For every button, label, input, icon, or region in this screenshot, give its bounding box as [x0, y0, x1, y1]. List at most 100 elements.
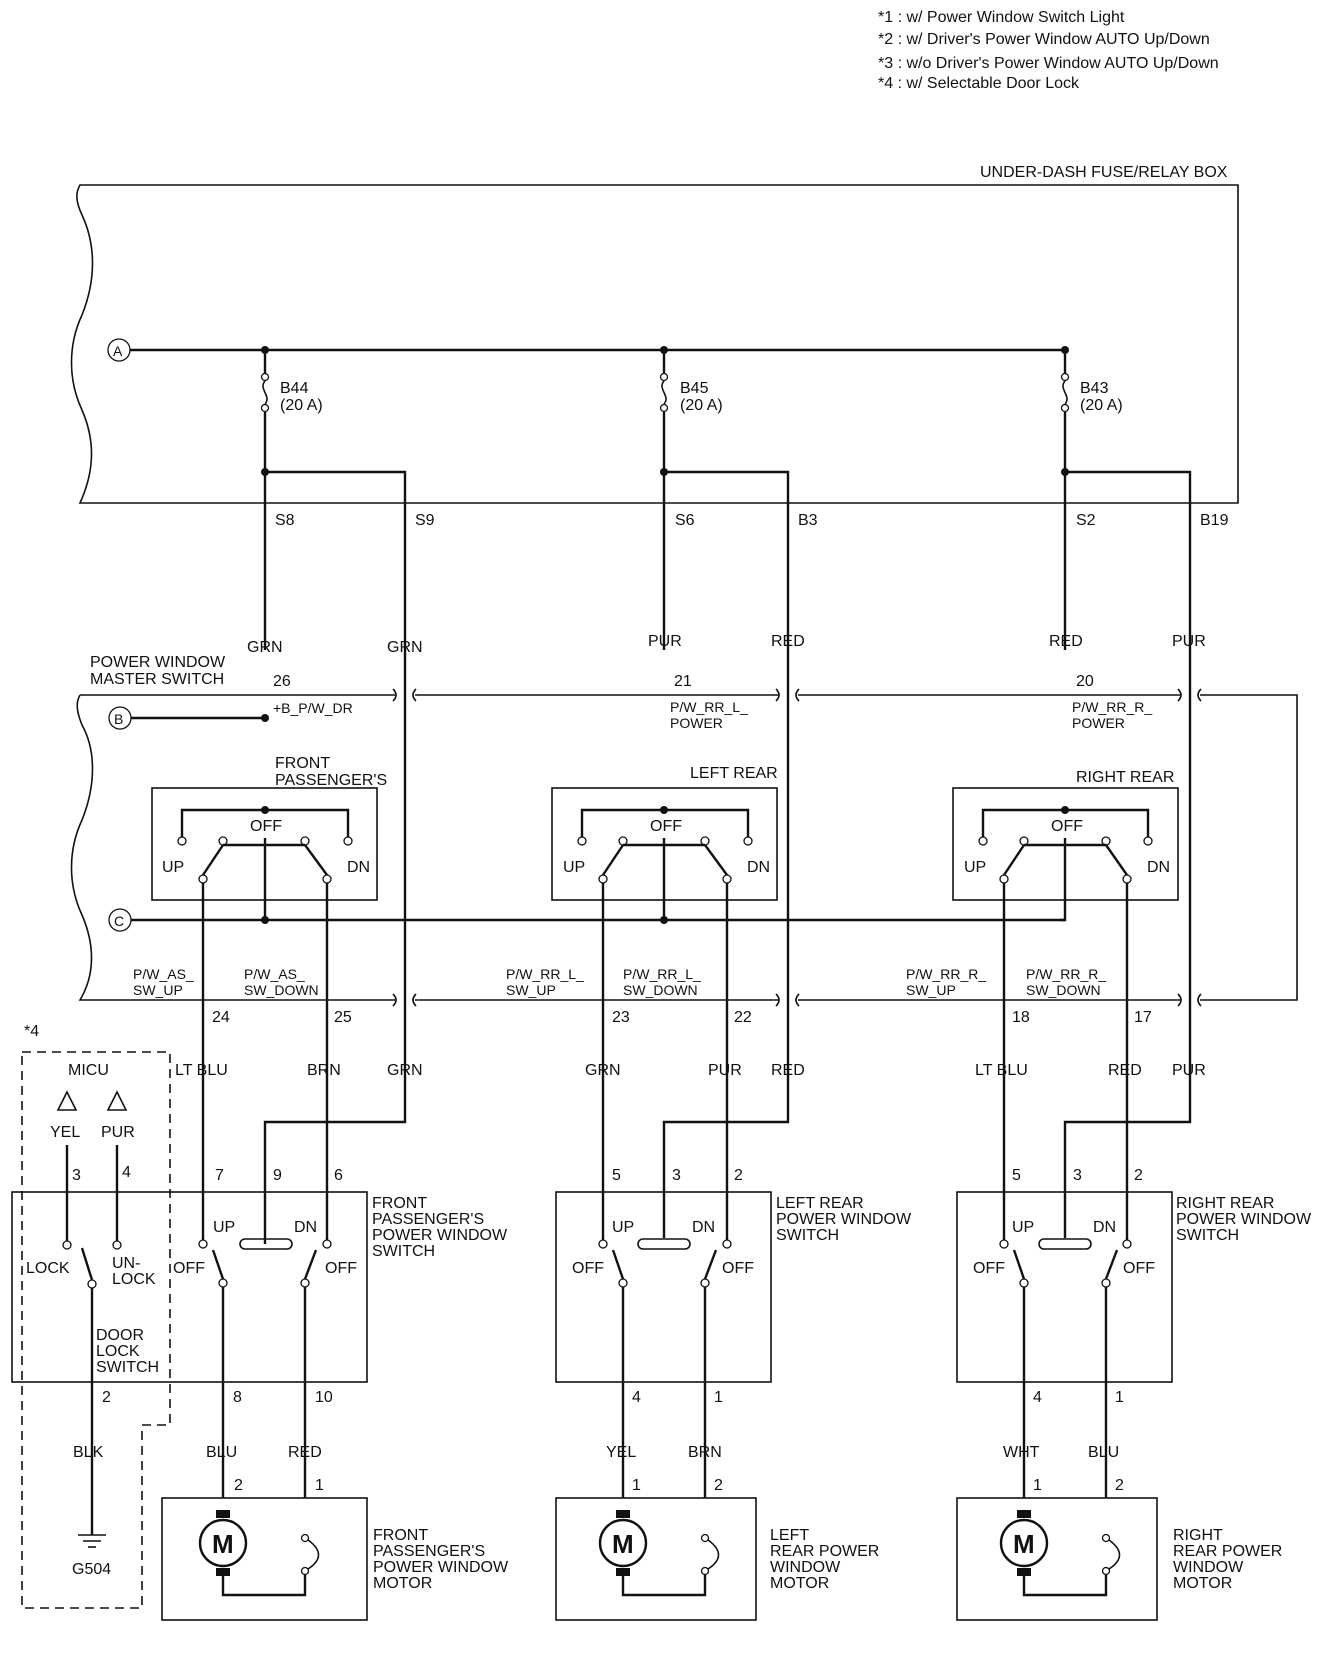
- svg-text:SWITCH: SWITCH: [1176, 1227, 1239, 1244]
- svg-text:OFF: OFF: [250, 818, 282, 835]
- svg-text:MOTOR: MOTOR: [1173, 1575, 1232, 1592]
- power-label: POWER: [1072, 715, 1125, 731]
- svg-text:P/W_RR_R_: P/W_RR_R_: [1026, 966, 1106, 982]
- fuse-id: B45: [680, 380, 709, 397]
- svg-text:8: 8: [233, 1389, 242, 1406]
- section-label: LEFT REAR: [690, 765, 778, 782]
- svg-text:RED: RED: [288, 1444, 322, 1461]
- svg-text:PUR: PUR: [101, 1124, 135, 1141]
- svg-text:2: 2: [1134, 1167, 1143, 1184]
- power-label: P/W_RR_L_: [670, 699, 748, 715]
- svg-text:P/W_AS_: P/W_AS_: [133, 966, 194, 982]
- ground-label: G504: [72, 1561, 111, 1578]
- svg-text:YEL: YEL: [50, 1124, 80, 1141]
- svg-text:OFF: OFF: [325, 1260, 357, 1277]
- svg-text:7: 7: [215, 1167, 224, 1184]
- pin-label: 26: [273, 673, 291, 690]
- right-rear-window-switch: 5 3 2 RIGHT REAR POWER WINDOW SWITCH UP …: [956, 1167, 1312, 1498]
- section-label: PASSENGER'S: [275, 772, 387, 789]
- svg-text:BLU: BLU: [1088, 1444, 1119, 1461]
- micu-door-lock-switch: *4 MICU YEL PUR 3 4 LOCK UN- LOCK DOOR L…: [21, 1023, 171, 1609]
- svg-text:DN: DN: [692, 1219, 715, 1236]
- pin-label: 24: [212, 1009, 230, 1026]
- fuse-rating: (20 A): [280, 397, 323, 414]
- fuse-box-terminals: S8 S9 S6 B3 S2 B19: [275, 512, 1229, 529]
- fuse-relay-box: UNDER-DASH FUSE/RELAY BOX A: [70, 164, 1239, 504]
- svg-text:WHT: WHT: [1003, 1444, 1040, 1461]
- fuse-box-outline: [70, 184, 1239, 504]
- svg-text:LOCK: LOCK: [112, 1271, 156, 1288]
- svg-text:SW_UP: SW_UP: [133, 982, 183, 998]
- svg-text:DN: DN: [1147, 859, 1170, 876]
- svg-text:WINDOW: WINDOW: [770, 1559, 841, 1576]
- fuse-id: B44: [280, 380, 309, 397]
- svg-text:SW_DOWN: SW_DOWN: [244, 982, 319, 998]
- svg-text:2: 2: [1115, 1477, 1124, 1494]
- svg-text:DN: DN: [747, 859, 770, 876]
- section-label: RIGHT REAR: [1076, 769, 1174, 786]
- svg-text:BLU: BLU: [206, 1444, 237, 1461]
- wire-left-rear-feed: [662, 695, 790, 1238]
- svg-text:2: 2: [714, 1477, 723, 1494]
- svg-text:POWER WINDOW: POWER WINDOW: [372, 1227, 508, 1244]
- micu-title: MICU: [68, 1062, 109, 1079]
- power-label: P/W_RR_R_: [1072, 699, 1152, 715]
- svg-text:POWER WINDOW: POWER WINDOW: [373, 1559, 509, 1576]
- svg-text:BLK: BLK: [73, 1444, 104, 1461]
- svg-text:BRN: BRN: [688, 1444, 722, 1461]
- wire-color: RED: [1049, 633, 1083, 650]
- pin-label: 25: [334, 1009, 352, 1026]
- connector-b-label: B: [114, 711, 123, 727]
- svg-text:LEFT REAR: LEFT REAR: [776, 1195, 864, 1212]
- wire-color: GRN: [387, 639, 423, 656]
- svg-text:DN: DN: [1093, 1219, 1116, 1236]
- note-1: *1 : w/ Power Window Switch Light: [878, 9, 1125, 26]
- svg-text:LOCK: LOCK: [96, 1343, 140, 1360]
- svg-text:M: M: [612, 1529, 634, 1559]
- selectable-door-lock-boundary: [21, 1051, 171, 1609]
- fuse-rating: (20 A): [1080, 397, 1123, 414]
- svg-text:10: 10: [315, 1389, 333, 1406]
- svg-text:DOOR: DOOR: [96, 1327, 144, 1344]
- svg-text:3: 3: [672, 1167, 681, 1184]
- svg-text:UP: UP: [563, 859, 585, 876]
- svg-text:UP: UP: [162, 859, 184, 876]
- svg-text:UN-: UN-: [112, 1255, 140, 1272]
- master-switch-unit-front-passenger: OFF UP DN: [151, 787, 378, 1192]
- terminal-label: S6: [675, 512, 695, 529]
- svg-text:OFF: OFF: [173, 1260, 205, 1277]
- svg-text:LT BLU: LT BLU: [175, 1062, 228, 1079]
- svg-text:1: 1: [714, 1389, 723, 1406]
- master-switch-outline: [70, 694, 1298, 1001]
- fuse-box-title: UNDER-DASH FUSE/RELAY BOX: [980, 164, 1228, 181]
- svg-text:RED: RED: [771, 1062, 805, 1079]
- note-3: *3 : w/o Driver's Power Window AUTO Up/D…: [878, 55, 1219, 72]
- svg-text:PUR: PUR: [1172, 1062, 1206, 1079]
- svg-text:OFF: OFF: [1123, 1260, 1155, 1277]
- wire-colors-middle: LT BLU BRN GRN GRN PUR RED LT BLU RED PU…: [175, 1062, 1206, 1079]
- terminal-label: B19: [1200, 512, 1229, 529]
- pin-label: 22: [734, 1009, 752, 1026]
- svg-text:BRN: BRN: [307, 1062, 341, 1079]
- motor-symbol: [598, 1518, 648, 1568]
- wire-color: PUR: [648, 633, 682, 650]
- fuse-id: B43: [1080, 380, 1109, 397]
- svg-text:SW_DOWN: SW_DOWN: [1026, 982, 1101, 998]
- svg-text:SW_UP: SW_UP: [906, 982, 956, 998]
- svg-text:WINDOW: WINDOW: [1173, 1559, 1244, 1576]
- svg-text:9: 9: [273, 1167, 282, 1184]
- svg-text:P/W_RR_R_: P/W_RR_R_: [906, 966, 986, 982]
- wire-right-rear-feed: [1063, 695, 1192, 1238]
- wire-color: GRN: [247, 639, 283, 656]
- svg-text:PASSENGER'S: PASSENGER'S: [373, 1543, 485, 1560]
- svg-text:3: 3: [1073, 1167, 1082, 1184]
- svg-text:GRN: GRN: [387, 1062, 423, 1079]
- svg-text:LEFT: LEFT: [770, 1527, 809, 1544]
- svg-text:LT BLU: LT BLU: [975, 1062, 1028, 1079]
- front-passenger-window-switch: 7 9 6 FRONT PASSENGER'S POWER WINDOW SWI…: [11, 1167, 508, 1498]
- svg-text:RIGHT REAR: RIGHT REAR: [1176, 1195, 1274, 1212]
- connector-c-label: C: [114, 913, 124, 929]
- svg-text:P/W_RR_L_: P/W_RR_L_: [623, 966, 701, 982]
- svg-text:DN: DN: [294, 1219, 317, 1236]
